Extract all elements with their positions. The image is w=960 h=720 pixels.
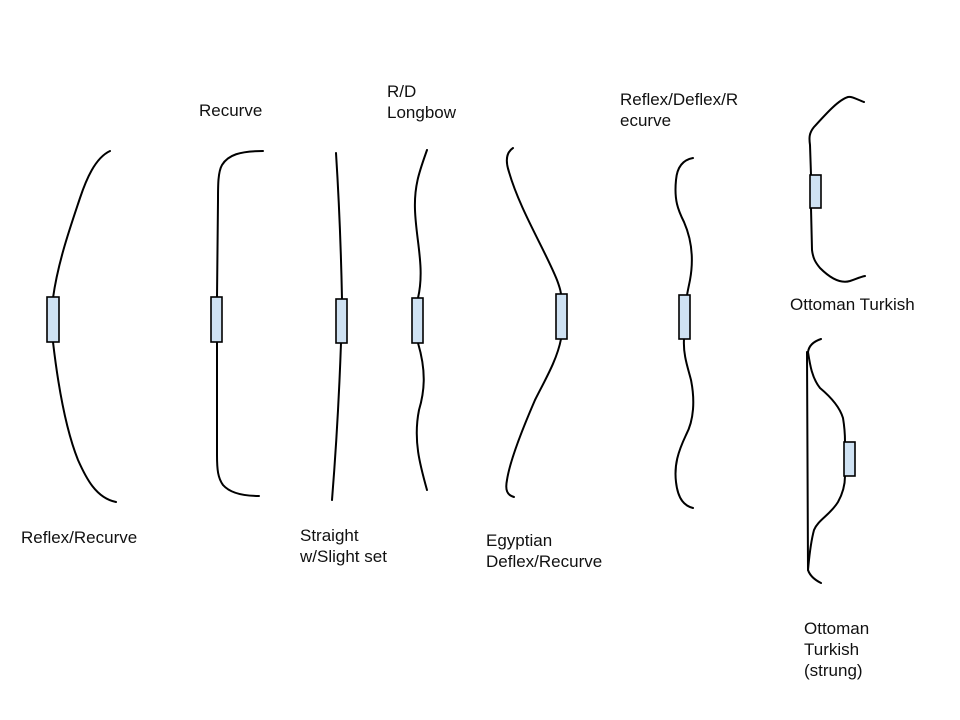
upper-limb bbox=[674, 157, 694, 297]
lower-limb bbox=[807, 475, 846, 584]
upper-limb bbox=[413, 149, 428, 299]
lower-limb bbox=[52, 341, 117, 503]
lower-limb bbox=[674, 338, 695, 509]
upper-limb bbox=[505, 147, 562, 296]
upper-limb bbox=[52, 150, 111, 299]
label-recurve: Recurve bbox=[199, 101, 263, 120]
grip bbox=[335, 298, 348, 344]
lower-limb bbox=[505, 338, 562, 498]
upper-limb bbox=[807, 338, 846, 443]
grip bbox=[46, 296, 60, 343]
bowstring bbox=[806, 351, 809, 571]
bow-egyptian bbox=[505, 147, 568, 498]
upper-limb bbox=[216, 150, 264, 299]
bow-reflex-recurve bbox=[46, 150, 117, 503]
grip bbox=[843, 441, 856, 477]
lower-limb bbox=[810, 207, 866, 283]
lower-limb bbox=[216, 341, 260, 497]
label-reflex-recurve: Reflex/Recurve bbox=[21, 528, 138, 547]
label-egyptian: Egyptian Deflex/Recurve bbox=[486, 531, 603, 571]
grip bbox=[411, 297, 424, 344]
lower-limb bbox=[415, 342, 428, 491]
grip bbox=[555, 293, 568, 340]
bow-recurve bbox=[210, 150, 264, 497]
label-ottoman: Ottoman Turkish bbox=[790, 295, 915, 314]
upper-limb bbox=[808, 95, 865, 176]
label-ottoman-strung: Ottoman Turkish (strung) bbox=[804, 619, 870, 680]
grip bbox=[678, 294, 691, 340]
grip bbox=[210, 296, 223, 343]
bow-ottoman bbox=[808, 95, 866, 283]
lower-limb bbox=[331, 342, 342, 501]
bow-rd-longbow bbox=[411, 149, 428, 491]
label-straight: Straight w/Slight set bbox=[300, 526, 387, 566]
bow-reflex-deflex-recurve bbox=[674, 157, 695, 509]
label-rd-longbow: R/D Longbow bbox=[387, 82, 457, 122]
upper-limb bbox=[335, 152, 343, 300]
bow-ottoman-strung bbox=[806, 338, 856, 584]
label-reflex-deflex-recurve: Reflex/Deflex/R ecurve bbox=[620, 90, 739, 130]
grip bbox=[809, 174, 822, 209]
bow-straight bbox=[331, 152, 348, 501]
